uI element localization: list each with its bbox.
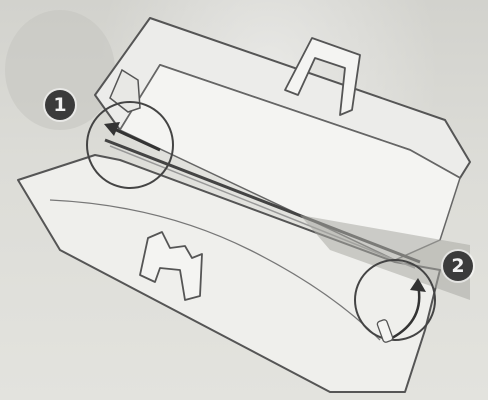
insert-arrow-icon (104, 122, 120, 136)
callout-circle-2 (354, 259, 436, 341)
curved-arrow-shaft (391, 284, 421, 340)
callout-circle-1 (86, 101, 174, 189)
rail-slot-shadow (300, 215, 470, 300)
step-2-marker: 2 (443, 251, 473, 281)
flap-lip-line (49, 199, 381, 341)
curved-arrow-icon (410, 278, 426, 292)
background-shadow (5, 10, 115, 130)
flap-bracket (139, 231, 203, 301)
rail-end-tab (376, 319, 394, 343)
front-cover-flap (17, 154, 441, 393)
insert-arrow-shaft (111, 126, 161, 152)
top-bracket (284, 37, 361, 116)
step-1-marker: 1 (45, 90, 75, 120)
